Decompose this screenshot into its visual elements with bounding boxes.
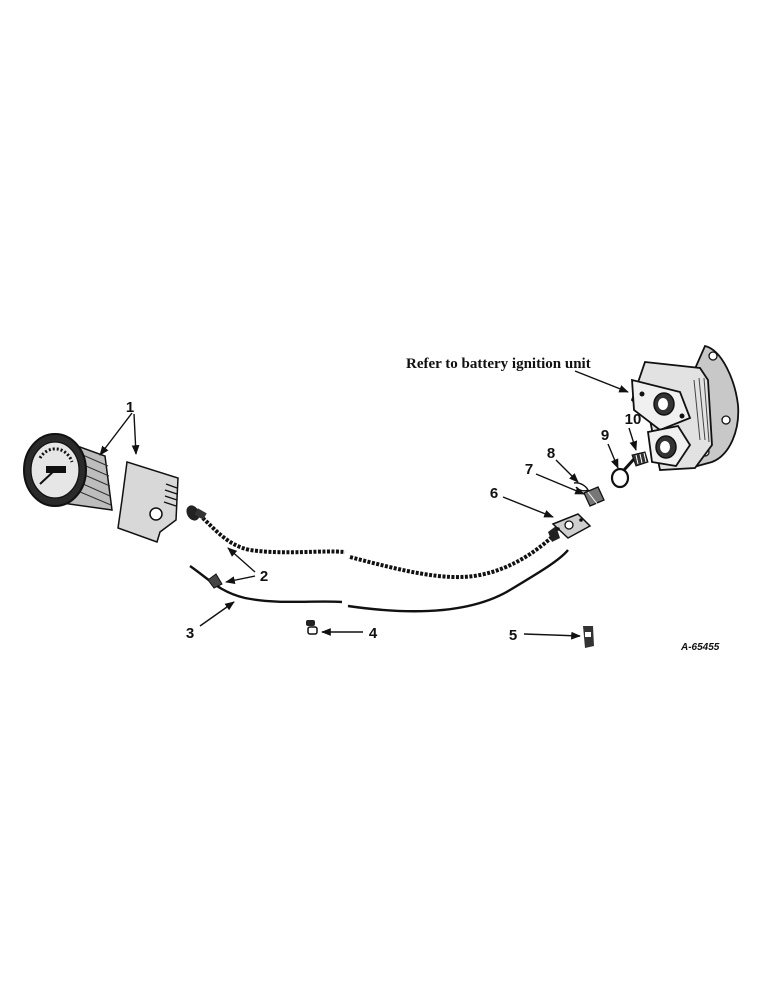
- cable-clip-5: [583, 626, 594, 648]
- callout-7: 7: [525, 461, 533, 478]
- ignition-housing: [630, 344, 740, 471]
- drawing-number: A-65455: [680, 642, 720, 653]
- callout-10: 10: [625, 411, 642, 428]
- leader-lines: [99, 370, 638, 640]
- callout-5: 5: [509, 627, 517, 644]
- drive-gear: [622, 451, 649, 472]
- callout-2: 2: [260, 568, 268, 585]
- washer: [610, 467, 630, 489]
- callout-4: 4: [369, 625, 378, 642]
- callout-3: 3: [186, 625, 194, 642]
- callout-9: 9: [601, 427, 609, 444]
- cable-clip-4: [306, 620, 318, 635]
- fitting: [583, 486, 605, 507]
- gauge-bracket: [117, 461, 179, 543]
- flange-adapter: [551, 513, 592, 539]
- inner-shaft: [189, 549, 569, 613]
- gauge-part: [23, 433, 113, 511]
- callout-6: 6: [490, 485, 498, 502]
- reference-note: Refer to battery ignition unit: [406, 356, 591, 372]
- callout-1: 1: [126, 399, 134, 416]
- pin: [573, 482, 589, 492]
- drive-cable: [186, 505, 560, 579]
- callout-8: 8: [547, 445, 555, 462]
